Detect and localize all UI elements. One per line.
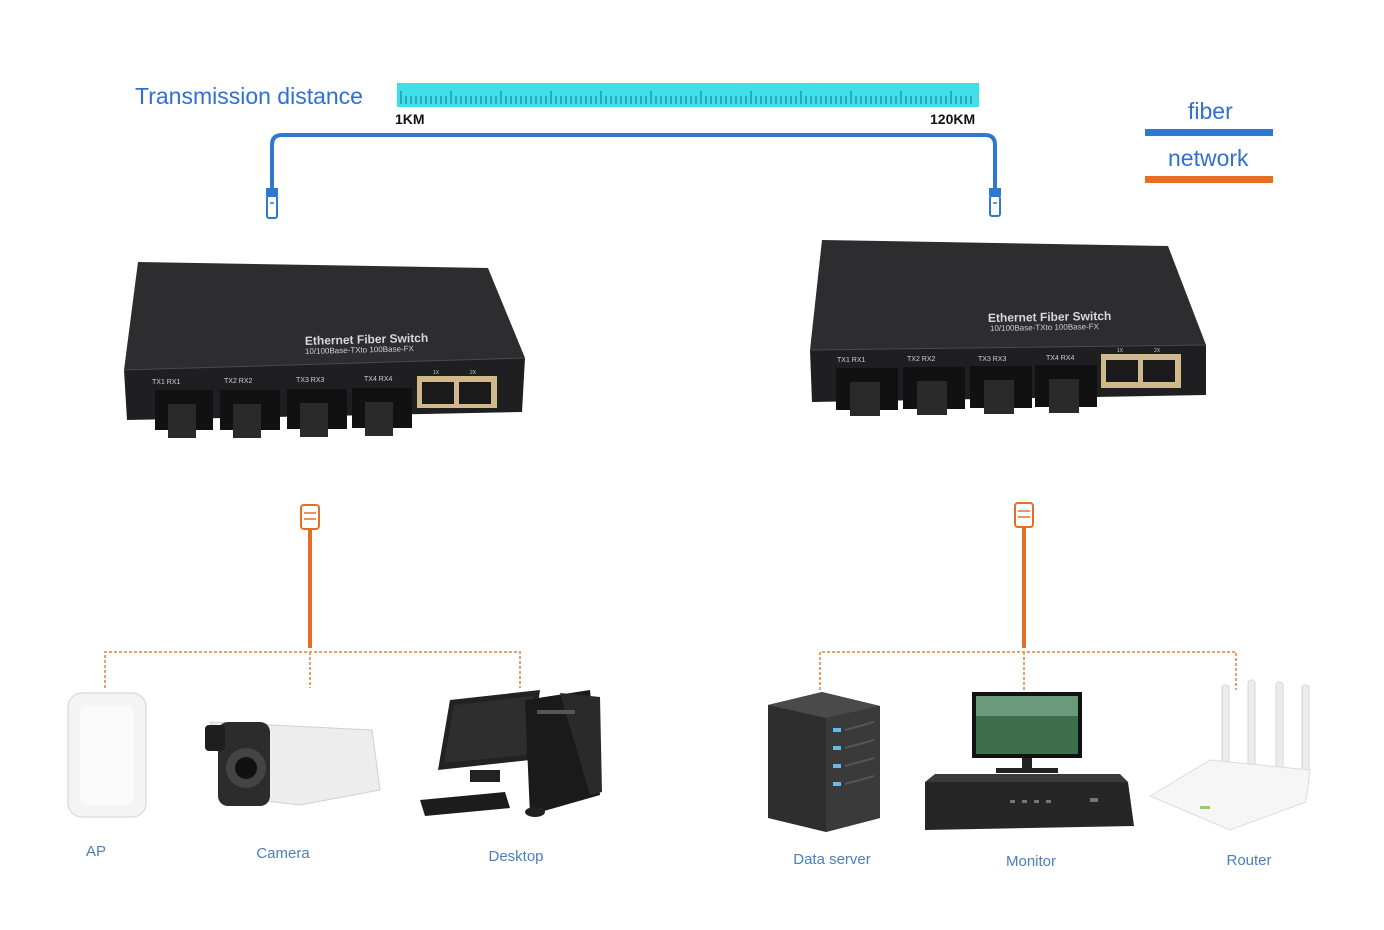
svg-text:2X: 2X: [470, 370, 477, 376]
fiber-switch-left: Ethernet Fiber Switch 10/100Base-TXto 10…: [123, 262, 526, 438]
fiber-ports-right: TX1 RX1 TX2 RX2 TX3 RX3 TX4 RX4: [836, 355, 1097, 416]
port-label: TX4 RX4: [1046, 355, 1075, 362]
legend-fiber-line: [1145, 129, 1273, 136]
legend-network-line: [1145, 176, 1273, 183]
svg-text:1X: 1X: [433, 370, 440, 376]
diagram-title: Transmission distance: [135, 83, 363, 109]
svg-text:1X: 1X: [1117, 348, 1124, 354]
fiber-ports-left: TX1 RX1 TX2 RX2 TX3 RX3 TX4 RX4: [152, 376, 412, 438]
distance-start-label: 1KM: [395, 111, 425, 127]
device-label-router: Router: [1226, 852, 1271, 869]
network-cable-right: [819, 502, 1237, 690]
monitor-icon: [925, 692, 1134, 830]
device-label-desktop: Desktop: [488, 848, 543, 865]
fiber-connector-left: [266, 188, 278, 219]
data-server-icon: [768, 692, 880, 832]
switch-spec-left: 10/100Base-TXto 100Base-FX: [305, 344, 415, 356]
distance-end-label: 120KM: [930, 111, 976, 127]
network-cable-left: [104, 504, 521, 688]
port-label: TX1 RX1: [152, 379, 181, 386]
legend-network-label: network: [1168, 145, 1249, 171]
rj45-port: [1143, 360, 1175, 382]
svg-text:2X: 2X: [1154, 348, 1161, 354]
device-label-monitor: Monitor: [1006, 853, 1056, 870]
desktop-icon: [420, 690, 602, 817]
switch-spec-right: 10/100Base-TXto 100Base-FX: [990, 322, 1100, 333]
fiber-switch-right: Ethernet Fiber Switch 10/100Base-TXto 10…: [809, 240, 1207, 416]
port-label: TX4 RX4: [364, 376, 393, 383]
switch-name-right: Ethernet Fiber Switch: [988, 309, 1112, 325]
device-label-data-server: Data server: [793, 851, 871, 868]
port-label: TX3 RX3: [296, 377, 325, 384]
port-label: TX2 RX2: [907, 356, 936, 363]
device-label-camera: Camera: [256, 845, 310, 862]
port-label: TX3 RX3: [978, 356, 1007, 363]
rj45-ports-left: 1X 2X: [417, 370, 497, 408]
ap-icon: [67, 692, 147, 818]
switch-name-left: Ethernet Fiber Switch: [305, 331, 429, 348]
rj45-port: [422, 382, 454, 404]
legend-fiber-label: fiber: [1188, 98, 1233, 124]
router-icon: [1148, 679, 1311, 831]
port-label: TX2 RX2: [224, 378, 253, 385]
device-label-ap: AP: [86, 843, 106, 860]
fiber-connector-right: [989, 188, 1001, 217]
rj45-ports-right: 1X 2X: [1101, 348, 1181, 388]
distance-ruler: [397, 83, 979, 107]
rj45-port: [459, 382, 491, 404]
camera-icon: [205, 721, 381, 806]
rj45-port: [1106, 360, 1138, 382]
port-label: TX1 RX1: [837, 357, 866, 364]
fiber-cable: [270, 133, 997, 192]
